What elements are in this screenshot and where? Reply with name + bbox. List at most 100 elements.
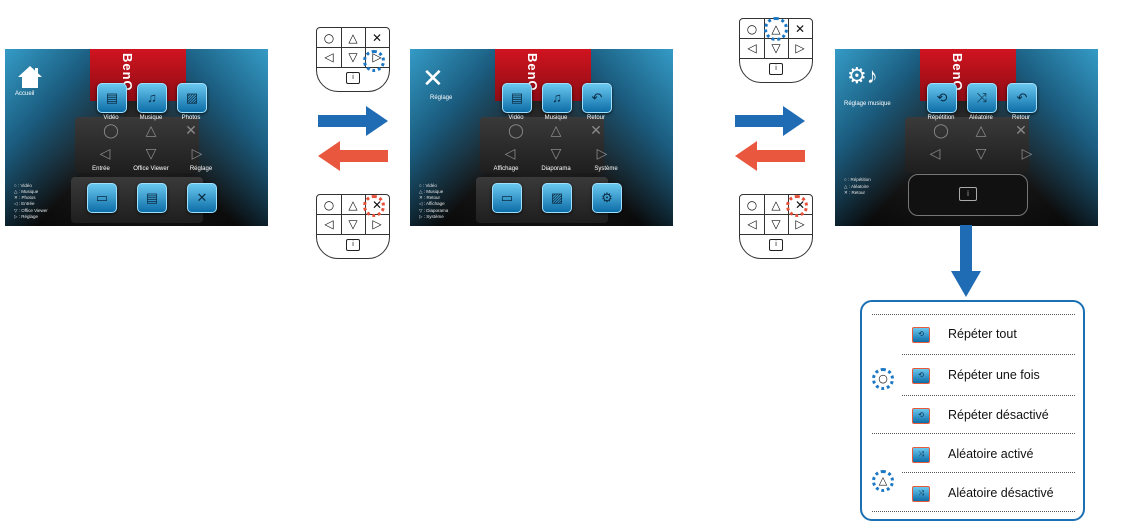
repetition-label: Répétition (927, 115, 955, 121)
left-symbol: ◁ (99, 145, 111, 161)
screen-title: Accueil (15, 91, 35, 97)
photos-tile-icon[interactable]: ▨ (177, 83, 207, 113)
forward-arrow-icon (318, 106, 388, 136)
cross-key[interactable]: ✕ (794, 22, 806, 36)
right-key[interactable]: ▷ (795, 41, 805, 55)
entree-tile-icon[interactable]: ▭ (87, 183, 117, 213)
left-key[interactable]: ◁ (747, 41, 757, 55)
down-arrow-icon (951, 225, 981, 297)
circle-symbol: ◯ (508, 122, 524, 138)
repeat-shuffle-popup: ⟲ Répéter tout ⟲ Répéter une fois ○ ⟲ Ré… (860, 300, 1085, 521)
menu-panel (905, 117, 1029, 173)
diaporama-tile-icon[interactable]: ▨ (542, 183, 572, 213)
left-key[interactable]: ◁ (324, 217, 334, 231)
music-tile-icon[interactable]: ♫ (542, 83, 572, 113)
repeat-once-icon: ⟲ (912, 368, 930, 384)
back-tile-icon[interactable]: ↶ (1007, 83, 1037, 113)
aleatoire-label: Aléatoire (969, 115, 993, 121)
shuffle-tile-icon[interactable]: ⤨ (967, 83, 997, 113)
video-tile-icon[interactable]: ▤ (502, 83, 532, 113)
circle-marker: ○ (872, 368, 894, 390)
triangle-symbol: △ (145, 122, 157, 138)
affichage-tile-icon[interactable]: ▭ (492, 183, 522, 213)
circle-key[interactable]: ○ (746, 22, 758, 36)
triangle-symbol: △ (550, 122, 562, 138)
circle-symbol: ◯ (103, 122, 119, 138)
option-repeat-all[interactable]: ⟲ Répéter tout (902, 316, 1077, 354)
left-symbol: ◁ (504, 145, 516, 161)
music-label: Musique (139, 115, 163, 121)
highlight-cross-key (363, 195, 385, 217)
option-repeat-once[interactable]: ⟲ Répéter une fois (902, 357, 1077, 395)
tools-icon: ✕ (422, 63, 444, 93)
down-key[interactable]: ▽ (348, 50, 358, 64)
option-repeat-off[interactable]: ⟲ Répéter désactivé (902, 397, 1077, 435)
shuffle-on-icon: ⤨ (912, 447, 930, 463)
circle-key[interactable]: ○ (746, 198, 758, 212)
repeat-tile-icon[interactable]: ⟲ (927, 83, 957, 113)
info-key[interactable]: i (769, 63, 783, 75)
entree-label: Entrée (92, 166, 110, 172)
triangle-key[interactable]: △ (348, 31, 358, 45)
office-viewer-label: Office Viewer (133, 166, 169, 172)
music-tile-icon[interactable]: ♫ (137, 83, 167, 113)
down-key[interactable]: ▽ (348, 217, 358, 231)
retour-label: Retour (586, 115, 605, 121)
left-key[interactable]: ◁ (747, 217, 757, 231)
video-tile-icon[interactable]: ▤ (97, 83, 127, 113)
triangle-marker: △ (872, 470, 894, 492)
cross-key[interactable]: ✕ (371, 31, 383, 45)
down-key[interactable]: ▽ (771, 217, 781, 231)
left-key[interactable]: ◁ (324, 50, 334, 64)
down-symbol: ▽ (975, 145, 987, 161)
music-label: Musique (544, 115, 568, 121)
legend: ○ : Vidéo △ : Musique ✕ : Photos ◁ : Ent… (14, 182, 48, 219)
forward-arrow-icon (735, 106, 805, 136)
systeme-tile-icon[interactable]: ⚙ (592, 183, 622, 213)
cross-symbol: ✕ (1015, 122, 1027, 138)
right-symbol: ▷ (1021, 145, 1033, 161)
circle-key[interactable]: ○ (323, 31, 335, 45)
screen-title: Réglage (430, 95, 453, 101)
reglage-tile-icon[interactable]: ✕ (187, 183, 217, 213)
highlight-triangle-key (764, 17, 788, 41)
info-key[interactable]: i (959, 187, 977, 201)
left-symbol: ◁ (929, 145, 941, 161)
retour-label: Retour (1011, 115, 1030, 121)
systeme-label: Système (594, 166, 618, 172)
info-key[interactable]: i (769, 239, 783, 251)
option-label: Répéter désactivé (948, 408, 1049, 422)
circle-symbol: ◯ (933, 122, 949, 138)
music-settings-icon: ⚙♪ (847, 63, 878, 88)
option-shuffle-on[interactable]: ⤨ Aléatoire activé (902, 436, 1077, 474)
option-label: Répéter une fois (948, 368, 1040, 382)
photos-label: Photos (181, 115, 201, 121)
info-key[interactable]: i (346, 239, 360, 251)
repeat-off-icon: ⟲ (912, 408, 930, 424)
screen-title: Réglage musique (844, 101, 891, 107)
shuffle-off-icon: ⤨ (912, 486, 930, 502)
option-shuffle-off[interactable]: ⤨ Aléatoire désactivé (902, 475, 1077, 513)
circle-key[interactable]: ○ (323, 198, 335, 212)
option-label: Aléatoire désactivé (948, 486, 1054, 500)
right-symbol: ▷ (191, 145, 203, 161)
cross-symbol: ✕ (185, 122, 197, 138)
right-symbol: ▷ (596, 145, 608, 161)
down-key[interactable]: ▽ (771, 41, 781, 55)
info-key[interactable]: i (346, 72, 360, 84)
video-label: Vidéo (508, 115, 524, 121)
option-label: Aléatoire activé (948, 447, 1034, 461)
remote-forward-2: ○ △ ✕ ◁ ▽ ▷ i (739, 18, 813, 83)
right-key[interactable]: ▷ (795, 217, 805, 231)
back-tile-icon[interactable]: ↶ (582, 83, 612, 113)
office-viewer-tile-icon[interactable]: ▤ (137, 183, 167, 213)
down-symbol: ▽ (550, 145, 562, 161)
right-key[interactable]: ▷ (372, 217, 382, 231)
triangle-key[interactable]: △ (348, 198, 358, 212)
triangle-key[interactable]: △ (771, 198, 781, 212)
highlight-right-key (363, 50, 385, 72)
screen-accueil: BenQ Accueil ▤ ♫ ▨ Vidéo Musique Photos … (5, 49, 268, 226)
diaporama-label: Diaporama (541, 166, 571, 172)
legend: ○ : Vidéo △ : Musique ✕ : Retour ◁ : Aff… (419, 182, 449, 219)
screen-reglage-musique: BenQ ⚙♪ Réglage musique i ⟲ ⤨ ↶ Répétiti… (835, 49, 1098, 226)
